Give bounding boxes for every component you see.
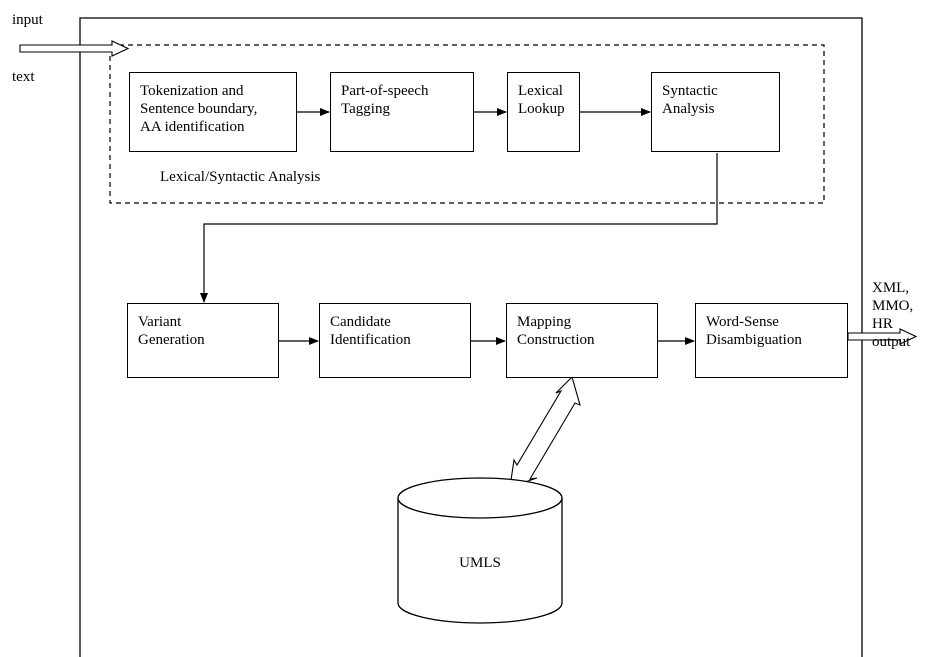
- mapping-umls-double-arrow: [509, 375, 581, 488]
- tokenization-box-label: Tokenization and Sentence boundary, AA i…: [140, 83, 258, 135]
- text-label: text: [12, 69, 35, 85]
- umls-database-icon: [397, 477, 563, 624]
- word-sense-disambiguation-box-label: Word-Sense Disambiguation: [706, 314, 802, 348]
- mapping-construction-box: Mapping Construction: [506, 303, 658, 378]
- lexical-lookup-box: Lexical Lookup: [507, 72, 580, 152]
- mapping-construction-box-label: Mapping Construction: [517, 314, 595, 348]
- candidate-identification-box: Candidate Identification: [319, 303, 471, 378]
- lexical-syntactic-group-border: [109, 44, 825, 204]
- lexical-syntactic-group-label: Lexical/Syntactic Analysis: [160, 169, 321, 185]
- output-label: XML, MMO, HR output: [872, 280, 914, 350]
- umls-label: UMLS: [459, 555, 501, 571]
- variant-generation-box: Variant Generation: [127, 303, 279, 378]
- variant-generation-box-label: Variant Generation: [138, 314, 205, 348]
- arrow-syntactic-to-variant: [200, 153, 718, 303]
- input-arrow: [19, 40, 130, 57]
- pos-tagging-box-label: Part-of-speech Tagging: [341, 83, 429, 117]
- syntactic-analysis-box: Syntactic Analysis: [651, 72, 780, 152]
- syntactic-analysis-box-label: Syntactic Analysis: [662, 83, 718, 117]
- tokenization-box: Tokenization and Sentence boundary, AA i…: [129, 72, 297, 152]
- word-sense-disambiguation-box: Word-Sense Disambiguation: [695, 303, 848, 378]
- output-arrow: [847, 328, 918, 345]
- input-label: input: [12, 12, 43, 28]
- pos-tagging-box: Part-of-speech Tagging: [330, 72, 474, 152]
- candidate-identification-box-label: Candidate Identification: [330, 314, 411, 348]
- lexical-lookup-box-label: Lexical Lookup: [518, 83, 565, 117]
